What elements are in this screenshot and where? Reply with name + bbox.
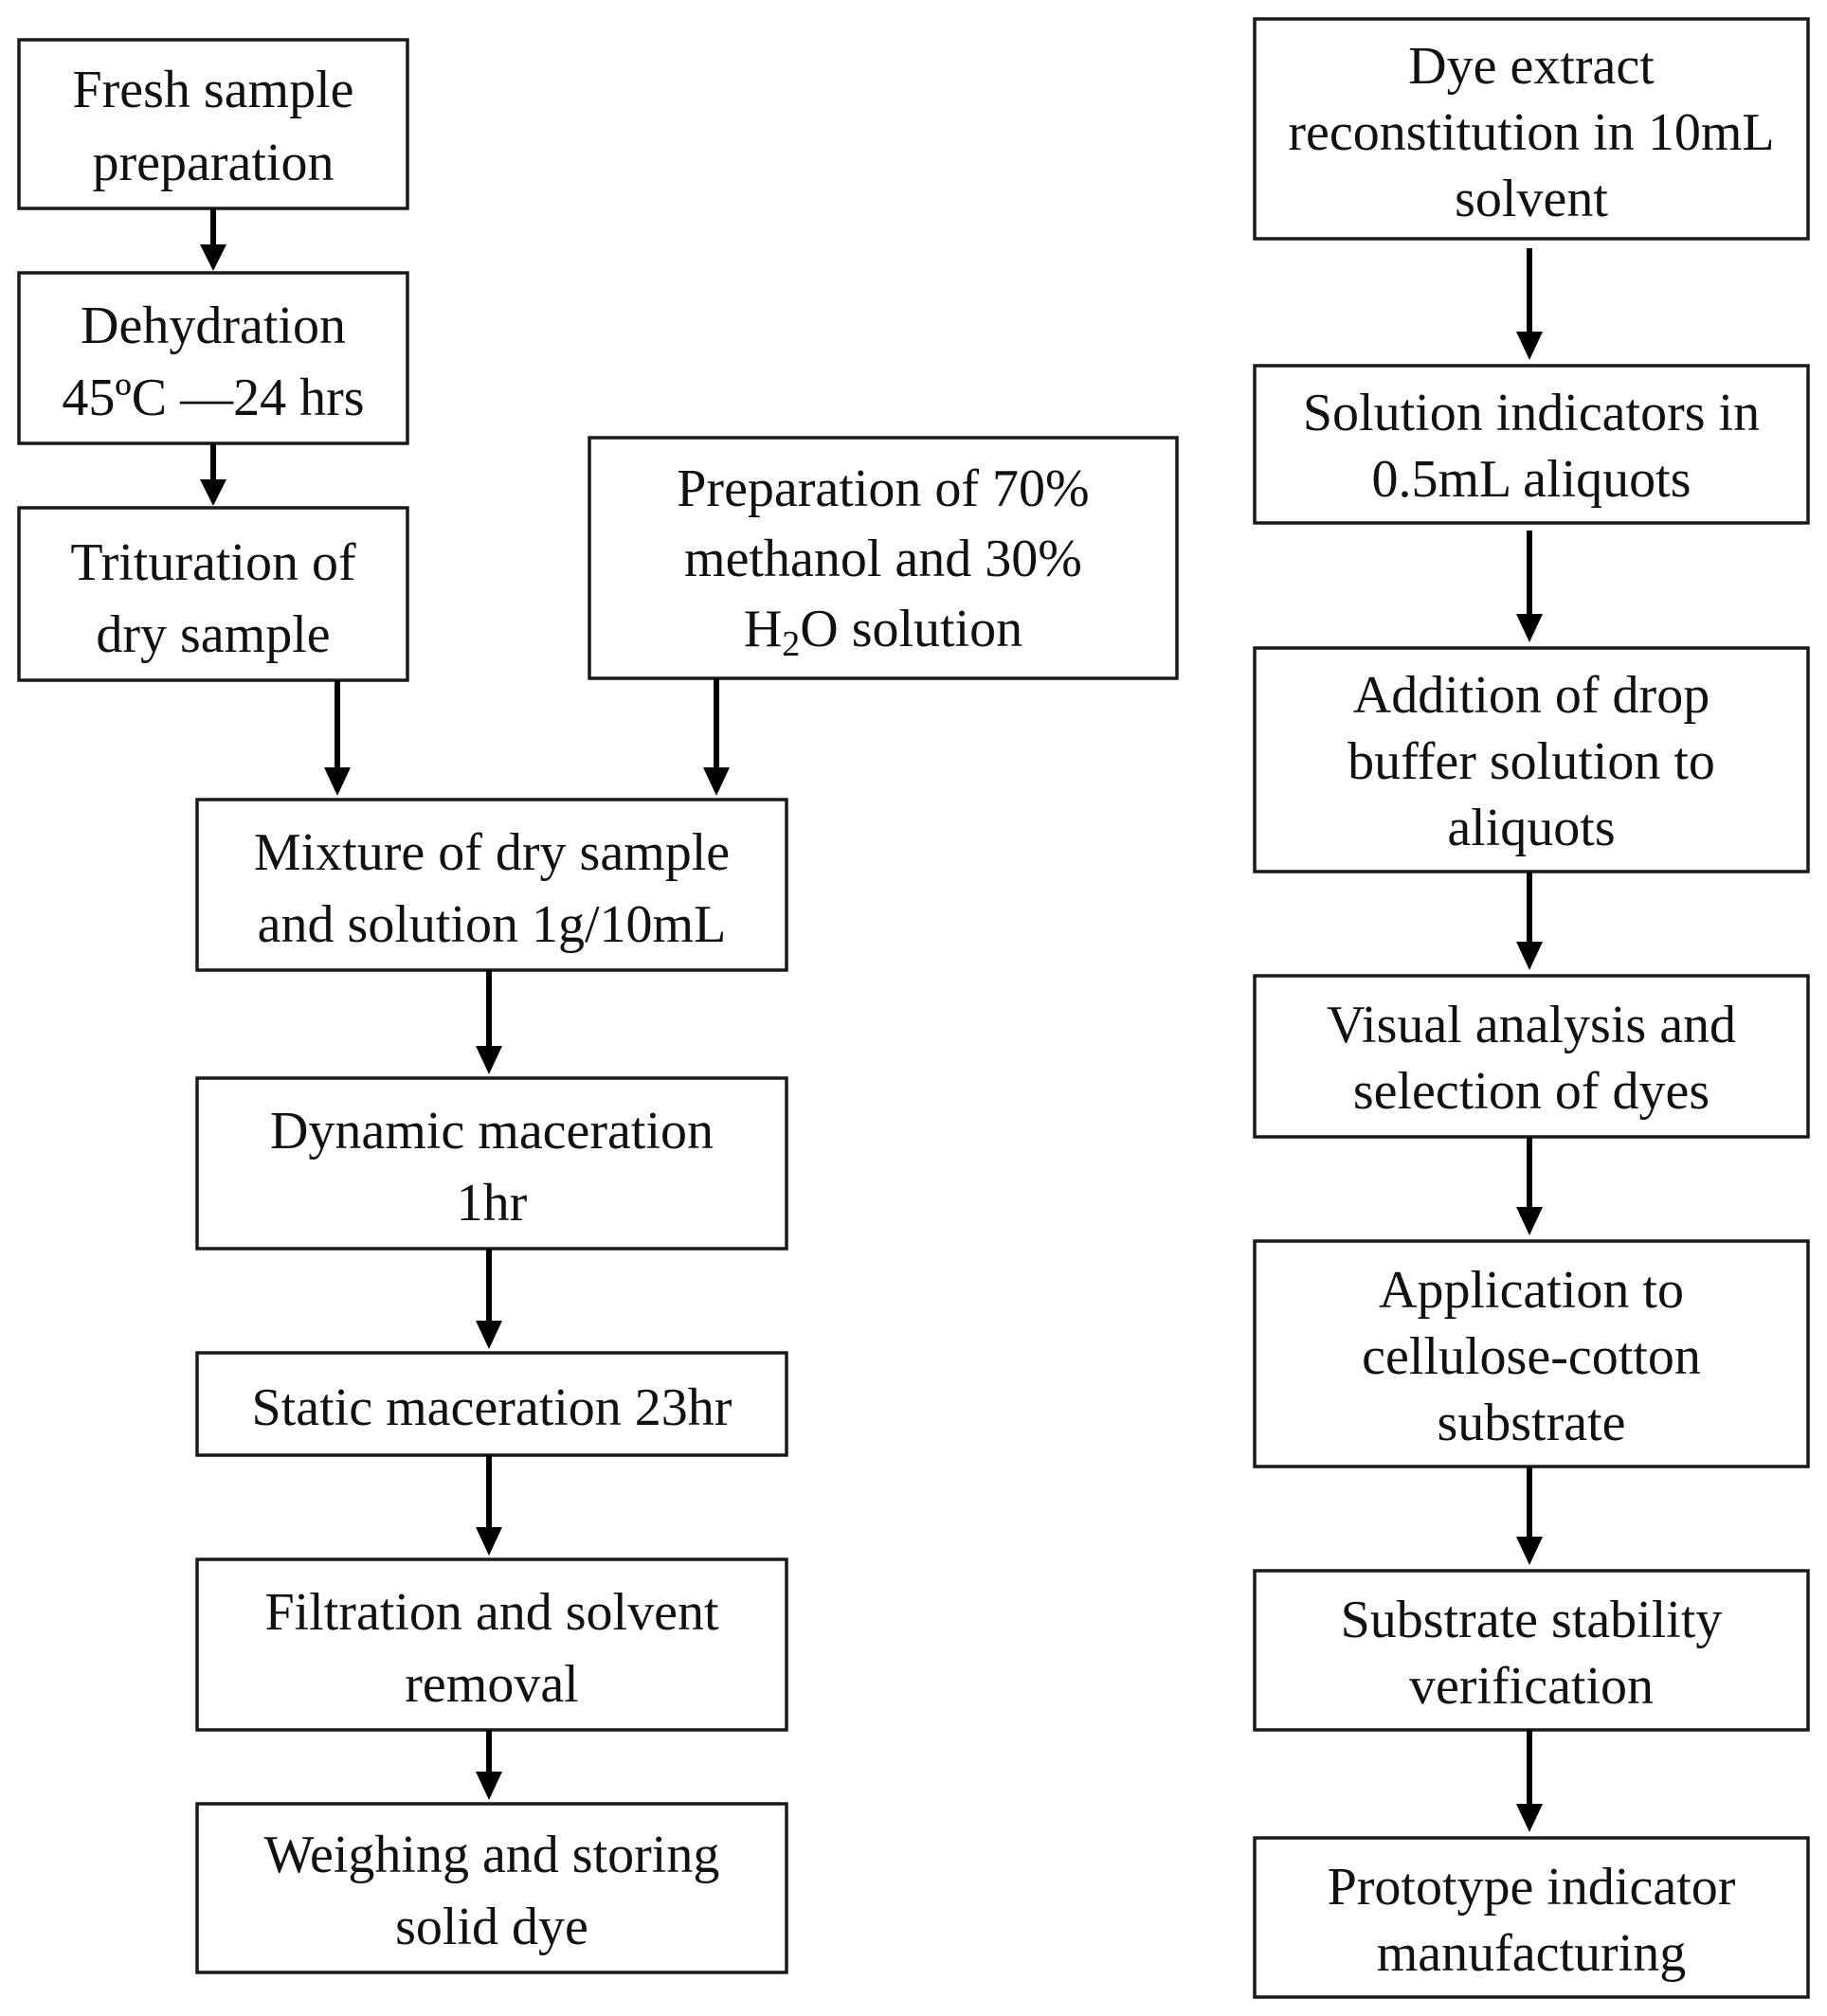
arrow-fresh-to-dehydration [200,208,226,271]
node-dynamic-maceration: Dynamic maceration 1hr [195,1076,788,1251]
node-text: removal [405,1655,578,1714]
arrow-trituration-to-mixture [324,680,351,796]
node-text: Trituration of [70,533,356,592]
node-prototype-manufacturing: Prototype indicator manufacturing [1253,1836,1810,1999]
node-text: Application to [1379,1261,1684,1320]
node-weighing: Weighing and storing solid dye [195,1802,788,1974]
node-text: Preparation of 70% [677,459,1089,518]
arrow-solution-to-mixture [703,678,730,796]
node-text: 45ºC —24 hrs [62,369,364,427]
node-text: reconstitution in 10mL [1288,103,1774,162]
arrow-visual-to-application [1516,1137,1543,1235]
node-text: cellulose-cotton [1362,1327,1701,1386]
node-solution-preparation: Preparation of 70% methanol and 30% H2O … [588,436,1179,680]
node-fresh-sample-preparation: Fresh sample preparation [17,38,409,210]
arrow-reconstitution-to-indicators [1516,248,1543,360]
node-text: Dynamic maceration [270,1102,714,1161]
node-text: buffer solution to [1348,732,1715,791]
node-text: Filtration and solvent [264,1583,719,1642]
node-text: Fresh sample [72,61,353,119]
node-text: dry sample [96,605,330,664]
node-text: Mixture of dry sample [254,823,730,882]
node-text: 1hr [457,1174,528,1233]
arrow-application-to-stability [1516,1467,1543,1565]
node-dye-reconstitution: Dye extract reconstitution in 10mL solve… [1253,17,1810,241]
node-text: Dehydration [81,297,346,355]
arrow-mixture-to-dynamic [476,970,502,1074]
node-buffer-addition: Addition of drop buffer solution to aliq… [1253,646,1810,873]
node-text: Visual analysis and [1327,996,1736,1054]
arrow-filtration-to-weighing [476,1730,502,1800]
arrow-indicators-to-buffer [1516,531,1543,642]
node-text: methanol and 30% [684,530,1082,588]
node-text: aliquots [1447,799,1615,857]
node-dehydration: Dehydration 45ºC —24 hrs [17,271,409,445]
node-text: preparation [93,134,335,192]
node-text: 0.5mL aliquots [1371,450,1691,509]
node-application: Application to cellulose-cotton substrat… [1253,1239,1810,1468]
node-text: Addition of drop [1353,666,1709,725]
arrow-dynamic-to-static [476,1249,502,1349]
node-text-formula: H2O solution [744,600,1022,664]
arrow-buffer-to-visual [1516,872,1543,970]
node-mixture: Mixture of dry sample and solution 1g/10… [195,798,788,972]
node-static-maceration: Static maceration 23hr [195,1351,788,1457]
node-visual-analysis: Visual analysis and selection of dyes [1253,974,1810,1139]
node-text: substrate [1437,1394,1625,1452]
arrow-dehydration-to-trituration [200,443,226,506]
arrow-static-to-filtration [476,1455,502,1556]
node-substrate-stability: Substrate stability verification [1253,1569,1810,1732]
node-trituration: Trituration of dry sample [17,506,409,682]
node-filtration: Filtration and solvent removal [195,1557,788,1732]
node-text: manufacturing [1377,1924,1687,1983]
node-text: Weighing and storing [264,1826,720,1884]
node-text: verification [1409,1657,1654,1716]
arrow-stability-to-prototype [1516,1730,1543,1832]
node-solution-indicators: Solution indicators in 0.5mL aliquots [1253,364,1810,525]
node-text: Solution indicators in [1303,384,1760,442]
node-text: and solution 1g/10mL [258,895,727,954]
node-text: Prototype indicator [1328,1858,1736,1917]
node-text: solvent [1455,170,1608,228]
node-text: solid dye [395,1898,588,1956]
node-text: Substrate stability [1341,1591,1723,1649]
node-text: selection of dyes [1353,1062,1709,1121]
node-text: Static maceration 23hr [252,1378,733,1437]
node-text: Dye extract [1408,37,1655,96]
